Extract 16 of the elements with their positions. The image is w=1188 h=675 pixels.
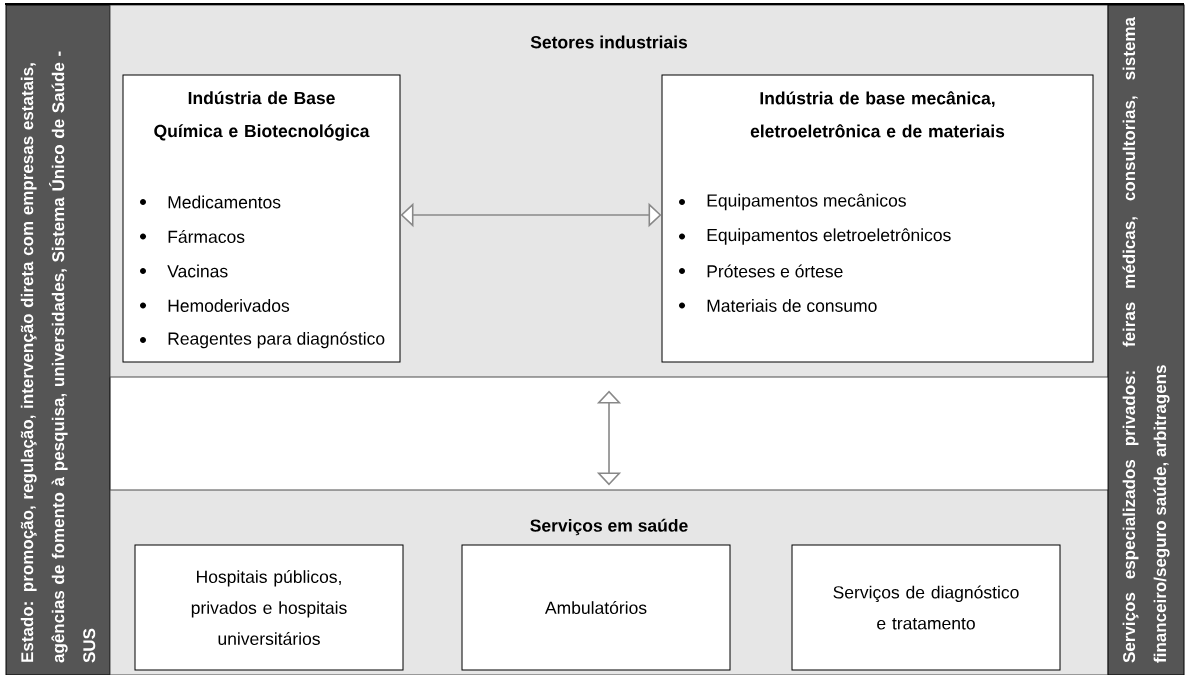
list-item: Hemoderivados <box>168 299 290 312</box>
list-item: Próteses e órtese <box>707 264 843 278</box>
list-item: Vacinas <box>167 264 228 278</box>
arrow <box>400 202 662 228</box>
list-item: Equipamentos eletroeletrônicos <box>707 228 951 245</box>
list-item: Medicamentos <box>168 195 281 209</box>
list-item: Materiais de consumo <box>707 299 877 312</box>
side-panel: Serviços especializados privados: feiras médicas, consultorias, sistema financeiro/seguro saúde, arbitragens <box>1107 4 1185 675</box>
list-item: Equipamentos mecânicos <box>707 193 906 211</box>
list-item: Reagentes para diagnóstico <box>168 331 385 349</box>
service-box: Hospitais públicos, privados e hospitais universitários <box>134 544 404 671</box>
service-box: Serviços de diagnóstico e tratamento <box>791 544 1061 671</box>
side-panel: Estado: promoção, regulação, intervenção direta com empresas estatais, agências de fomento à pesquisa, universidades, Sistema Único de Saúde - SUS <box>5 4 111 675</box>
list-item: Fármacos <box>168 229 245 244</box>
arrow <box>596 390 622 486</box>
service-box: Ambulatórios <box>461 544 731 671</box>
